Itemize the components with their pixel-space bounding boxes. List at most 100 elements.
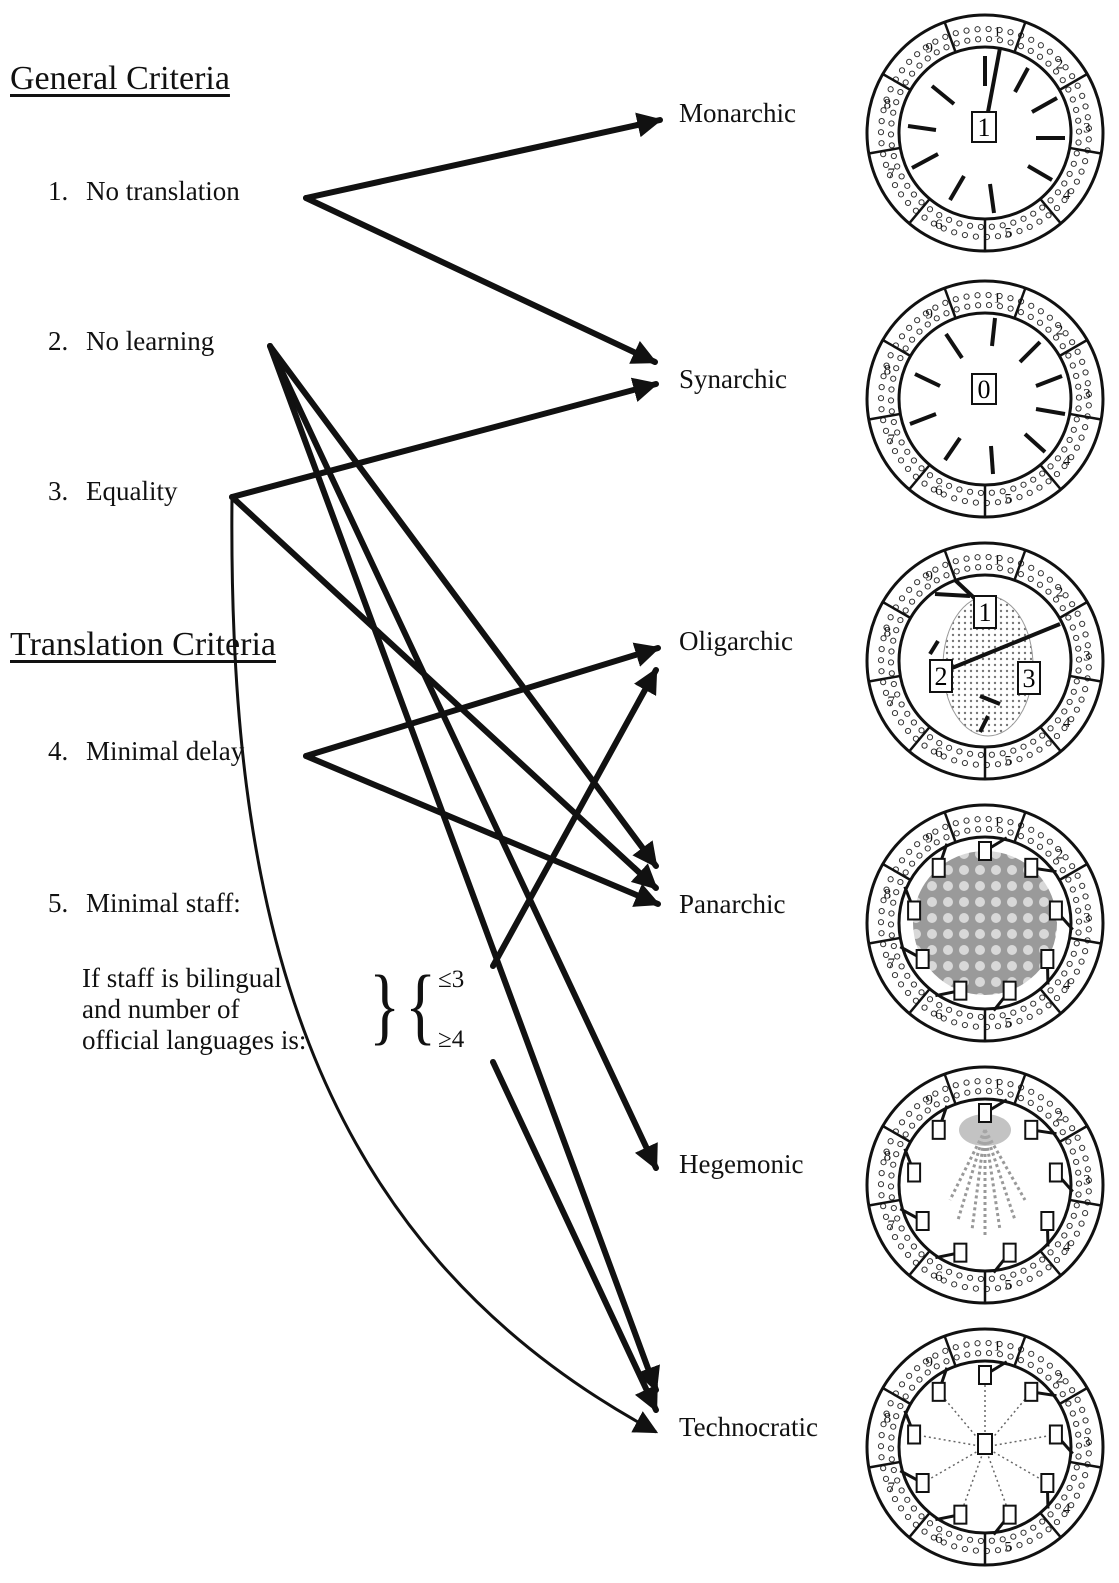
ring-number: 5 [1004, 753, 1012, 769]
ring-number: 1 [993, 815, 1001, 831]
ring-number: 7 [887, 694, 895, 710]
node-1-label: 1 [979, 598, 992, 627]
staff-node [1025, 1383, 1037, 1401]
ring-number: 8 [884, 624, 892, 640]
staff-node [1004, 982, 1016, 1000]
oligarchic-diagram: 1 2 3 4 5 6 7 8 9 1 2 3 [860, 536, 1110, 786]
arrow-minimal-delay-to-panarchic [306, 756, 658, 904]
center-node-label: 0 [978, 375, 991, 404]
ring-number: 2 [1056, 846, 1064, 862]
ring-number: 3 [1083, 648, 1091, 664]
ring-number: 5 [1004, 1539, 1012, 1555]
staff-node [933, 859, 945, 877]
ring-number: 5 [1004, 1277, 1012, 1293]
hegemonic-diagram: 1 2 3 4 5 6 7 8 9 [860, 1060, 1110, 1310]
staff-node [979, 1104, 991, 1122]
ring-number: 1 [993, 1077, 1001, 1093]
ring-number: 1 [993, 291, 1001, 307]
arrow-equality-to-technocratic [232, 497, 656, 1432]
ring-number: 8 [884, 1410, 892, 1426]
staff-node [1004, 1244, 1016, 1262]
panarchic-diagram: 1 2 3 4 5 6 7 8 9 [860, 798, 1110, 1048]
arrow-no-learning-to-panarchic [270, 346, 656, 866]
staff-node [917, 1474, 929, 1492]
ring-number: 2 [1056, 1370, 1064, 1386]
staff-node [1050, 1163, 1062, 1181]
arrow-no-translation-to-synarchic [306, 198, 655, 362]
ring-number: 8 [884, 1148, 892, 1164]
ring-number: 7 [887, 166, 895, 182]
ring-number: 9 [926, 41, 934, 57]
monarchic-diagram: 1 2 3 4 5 6 7 8 9 1 [860, 8, 1110, 258]
ring-number: 3 [1083, 1172, 1091, 1188]
ring-number: 3 [1083, 910, 1091, 926]
ring-number: 6 [935, 1269, 943, 1285]
ring-number: 6 [935, 217, 943, 233]
ring-number: 5 [1004, 491, 1012, 507]
ring-number: 4 [1063, 715, 1071, 731]
staff-node [1025, 1121, 1037, 1139]
synarchic-diagram: 123456789 0 [860, 274, 1110, 524]
staff-node [1041, 1474, 1053, 1492]
staff-node [1025, 859, 1037, 877]
arrow-small-staff-to-oligarchic [493, 670, 656, 966]
ring-number: 4 [1063, 1239, 1071, 1255]
staff-node [954, 1506, 966, 1524]
ring-number: 9 [926, 1093, 934, 1109]
ring-number: 4 [1063, 1501, 1071, 1517]
technocratic-diagram: 1 2 3 4 5 6 7 8 9 [860, 1322, 1110, 1572]
arrow-no-learning-to-technocratic [270, 346, 656, 1390]
center-node-label: 1 [978, 113, 991, 142]
ring-number: 3 [1083, 120, 1091, 136]
staff-node [979, 1366, 991, 1384]
ring-number: 3 [1083, 1434, 1091, 1450]
ring-number: 9 [926, 831, 934, 847]
staff-node [1041, 1212, 1053, 1230]
staff-node [954, 982, 966, 1000]
ring-number: 6 [935, 1531, 943, 1547]
staff-node [908, 1163, 920, 1181]
ring-number: 2 [1056, 584, 1064, 600]
ring-number: 2 [1056, 56, 1064, 72]
arrow-no-translation-to-monarchic [306, 120, 660, 198]
ring-number: 6 [935, 483, 943, 499]
staff-node [917, 950, 929, 968]
ring-number: 2 [1056, 322, 1064, 338]
staff-node [917, 1212, 929, 1230]
arrow-equality-to-panarchic [232, 497, 656, 888]
staff-node [933, 1121, 945, 1139]
ring-number: 1 [993, 553, 1001, 569]
node-3-label: 3 [1023, 664, 1036, 693]
ring-number: 2 [1056, 1108, 1064, 1124]
ring-number: 1 [993, 1339, 1001, 1355]
staff-node [933, 1383, 945, 1401]
staff-node [1004, 1506, 1016, 1524]
staff-node [908, 1425, 920, 1443]
node-2-label: 2 [935, 662, 948, 691]
staff-node [979, 842, 991, 860]
ring-number: 4 [1063, 187, 1071, 203]
ring-number: 7 [887, 1480, 895, 1496]
staff-node [1050, 901, 1062, 919]
ring-number: 7 [887, 956, 895, 972]
ring-number: 1 [993, 25, 1001, 41]
ring-number: 3 [1083, 386, 1091, 402]
ring-number: 4 [1063, 453, 1071, 469]
ring-number: 8 [884, 96, 892, 112]
ring-number: 8 [884, 886, 892, 902]
ring-number: 5 [1004, 225, 1012, 241]
staff-node [954, 1244, 966, 1262]
staff-node [1050, 1425, 1062, 1443]
ring-number: 4 [1063, 977, 1071, 993]
ring-number: 9 [926, 1355, 934, 1371]
ring-number: 7 [887, 1218, 895, 1234]
arrow-minimal-delay-to-oligarchic [306, 648, 658, 756]
staff-node [908, 901, 920, 919]
ring-number: 7 [887, 432, 895, 448]
ring-number: 9 [926, 569, 934, 585]
central-hub-node [978, 1434, 992, 1454]
ring-number: 6 [935, 1007, 943, 1023]
ring-number: 8 [884, 362, 892, 378]
ring-number: 6 [935, 745, 943, 761]
ring-number: 5 [1004, 1015, 1012, 1031]
